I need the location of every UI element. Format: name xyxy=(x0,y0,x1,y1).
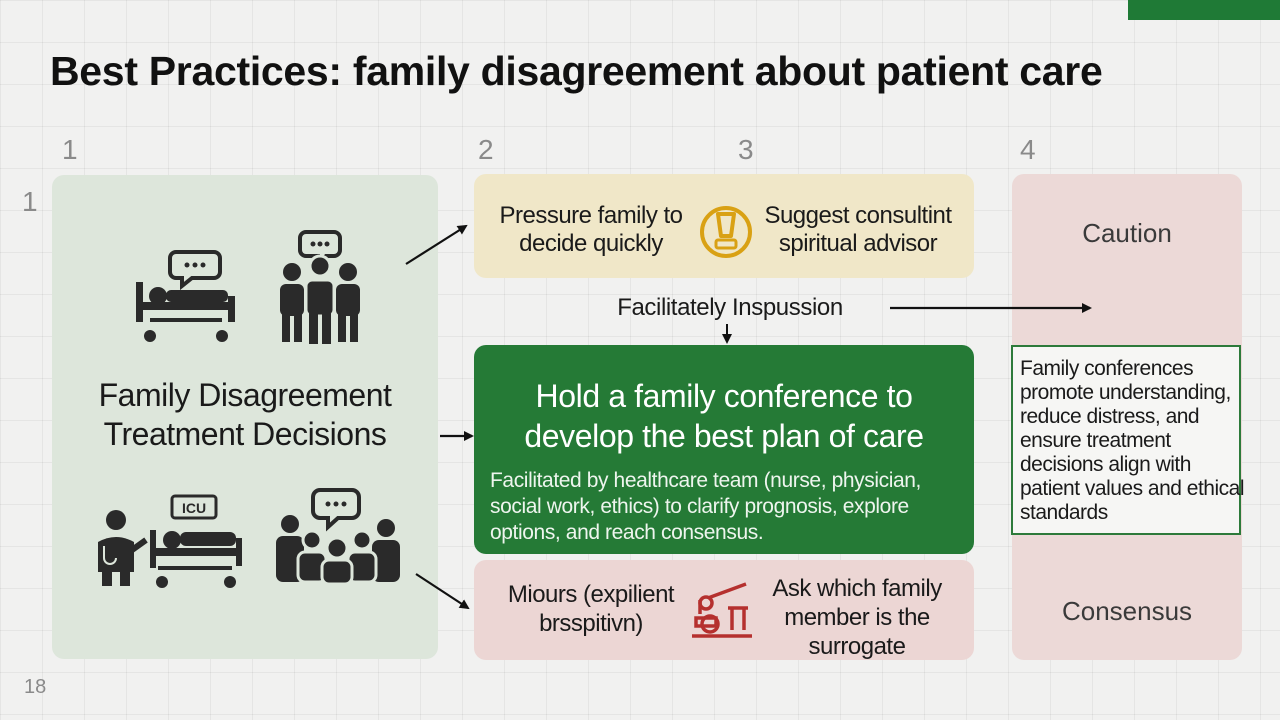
scale-icon xyxy=(692,582,752,638)
discouraged-options-box xyxy=(474,174,974,278)
patient-bed-icon xyxy=(136,250,235,342)
consult-option: Suggest consultint spiritual advisor xyxy=(752,202,964,258)
alternative-option-left-line1: Miours (expilient xyxy=(507,581,675,608)
page-title: Best Practices: family disagreement abou… xyxy=(50,48,1103,94)
pressure-option-line2: decide quickly xyxy=(519,230,663,257)
arrow-to-alternatives xyxy=(415,573,470,610)
consult-option-line1: Suggest consultint xyxy=(764,202,952,229)
alternative-option-left: Miours (expilient brsspitivn) xyxy=(492,580,690,638)
warning-icon xyxy=(700,206,752,258)
alternative-option-left-line2: brsspitivn) xyxy=(539,610,643,637)
caution-label: Caution xyxy=(1082,218,1172,248)
consensus-label: Consensus xyxy=(1061,596,1193,626)
facilitate-label: Facilitately Inspussion xyxy=(617,294,843,321)
icu-label: ICU xyxy=(182,500,206,516)
column-number-2: 2 xyxy=(478,134,494,165)
pressure-option: Pressure family to decide quickly xyxy=(484,202,698,258)
situation-title-line2: Treatment Decisions xyxy=(103,416,387,452)
recommended-action-title: Hold a family conference to develop the … xyxy=(474,376,974,456)
consult-option-line2: spiritual advisor xyxy=(778,230,938,257)
recommended-action-title-line2: develop the best plan of care xyxy=(524,418,924,454)
row-number: 1 xyxy=(22,186,38,217)
column-number-1: 1 xyxy=(62,134,78,165)
alternative-options-box xyxy=(474,560,974,660)
pressure-option-line1: Pressure family to xyxy=(499,202,683,229)
accent-bar xyxy=(1128,0,1280,20)
column-number-4: 4 xyxy=(1020,134,1036,165)
column-number-3: 3 xyxy=(738,134,754,165)
family-group-icon xyxy=(280,230,360,344)
outcome-note-box xyxy=(1011,345,1241,535)
arrow-to-discouraged xyxy=(405,224,468,265)
page-number: 18 xyxy=(24,676,47,698)
recommended-action-box xyxy=(474,345,974,554)
surrogate-option-line3: surrogate xyxy=(808,633,906,660)
family-crowd-icon xyxy=(276,488,400,586)
situation-title: Family Disagreement Treatment Decisions xyxy=(52,376,438,454)
outcome-note: Family conferences promote understanding… xyxy=(1020,357,1245,524)
surrogate-option-line1: Ask which family xyxy=(772,575,942,602)
surrogate-option-line2: member is the xyxy=(784,604,930,631)
situation-title-line1: Family Disagreement xyxy=(98,377,392,413)
icu-bed-icon xyxy=(150,494,242,588)
surrogate-option: Ask which family member is the surrogate xyxy=(756,574,958,661)
doctor-icon xyxy=(98,510,148,586)
recommended-action-body: Facilitated by healthcare team (nurse, p… xyxy=(490,469,921,544)
recommended-action-title-line1: Hold a family conference to xyxy=(535,378,913,414)
